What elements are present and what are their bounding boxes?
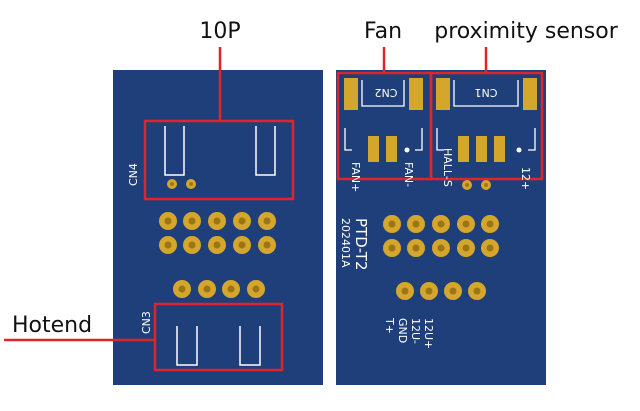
cn4-label: CN4 xyxy=(127,163,140,186)
proximity-sensor-callout: proximity sensor xyxy=(434,19,618,44)
fan-callout: Fan xyxy=(364,19,402,44)
fan-plus-label: FAN+ xyxy=(349,162,362,192)
cn2-mount-pad xyxy=(409,78,423,110)
cn2-pin-pad xyxy=(368,136,379,162)
cn4-connector-right-outline xyxy=(255,126,276,176)
cn1-mount-pad xyxy=(436,78,450,110)
board-date-label: 202401A xyxy=(339,218,352,268)
callouts: 10P Fan proximity sensor Hotend xyxy=(4,19,619,342)
four-pin-row xyxy=(173,280,265,298)
v12u-plus-label: 12U+ xyxy=(422,318,435,349)
cn1-mount-pad xyxy=(523,78,537,110)
cn2-pin-pad xyxy=(386,136,397,162)
right-ten-pin-header xyxy=(383,215,499,257)
cn1-outline xyxy=(453,80,519,107)
cn1-pin-pad xyxy=(494,136,505,162)
t-plus-label: T+ xyxy=(383,317,396,334)
board-name-label: PTD-T2 xyxy=(352,218,370,271)
cn3-connector-right-outline xyxy=(239,326,261,366)
cn4-pad-hole xyxy=(189,182,193,186)
cn3-label: CN3 xyxy=(140,311,153,334)
cn1-pin-pad xyxy=(476,136,487,162)
hall-s-label: HALL-S xyxy=(441,148,454,187)
ten-pin-callout: 10P xyxy=(199,19,240,44)
fan-minus-label: FAN- xyxy=(402,162,415,187)
pin1-marker xyxy=(516,147,522,153)
gnd-label: GND xyxy=(396,318,409,343)
cn4-pad-hole xyxy=(170,182,174,186)
right-board: CN2 FAN+ FAN- CN1 HALL-S 12+ PTD-T2 2024… xyxy=(336,70,546,385)
ten-pin-header xyxy=(159,212,276,254)
cn3-connector-left-outline xyxy=(176,326,198,366)
cn2-mount-pad xyxy=(344,78,358,110)
cn3-highlight-box xyxy=(153,302,284,372)
v12-plus-label: 12+ xyxy=(519,167,532,190)
cn2-outline xyxy=(361,80,405,107)
right-four-pin-row xyxy=(396,282,486,300)
cn1-label: CN1 xyxy=(475,86,498,99)
v12u-minus-label: 12U- xyxy=(409,318,422,344)
cn4-connector-left-outline xyxy=(164,126,185,176)
hotend-callout: Hotend xyxy=(12,313,92,338)
pin1-marker xyxy=(404,147,410,153)
cn1-pin-pad xyxy=(458,136,469,162)
cn2-label: CN2 xyxy=(375,86,398,99)
left-board: CN4 xyxy=(113,70,323,385)
